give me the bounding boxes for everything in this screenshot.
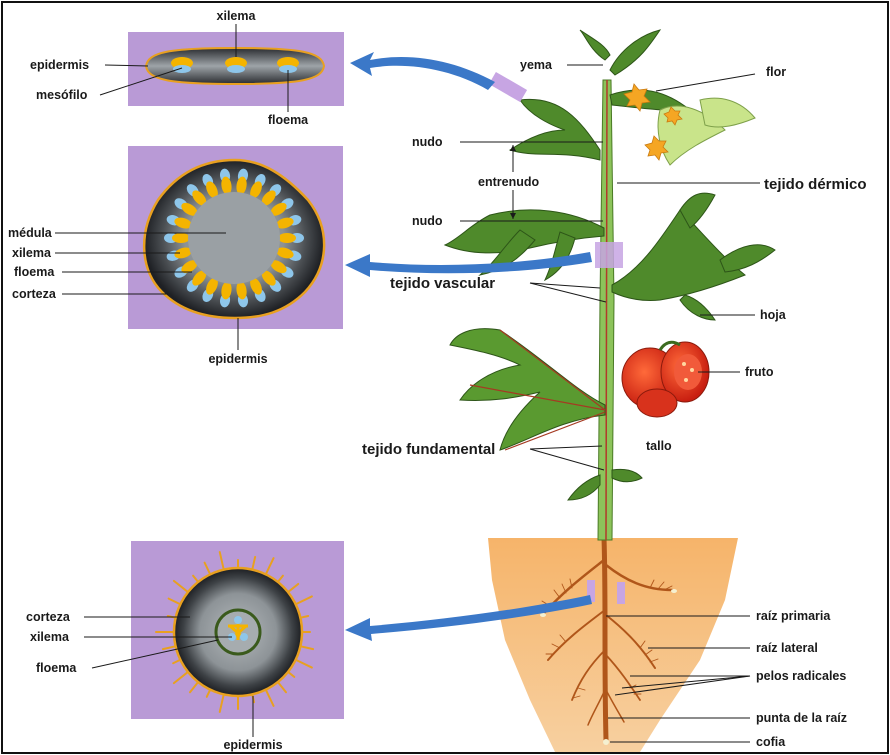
label-root-epidermis: epidermis <box>223 738 282 752</box>
label-leaf-floema: floema <box>268 113 309 127</box>
stem-section-marker <box>595 242 623 268</box>
label-tejido-vascular: tejido vascular <box>390 275 495 292</box>
label-stem-corteza: corteza <box>12 287 57 301</box>
label-leaf-epidermis: epidermis <box>30 58 89 72</box>
stem-xylem-bundle <box>278 233 296 243</box>
label-entrenudo: entrenudo <box>478 175 539 189</box>
label-root-xilema: xilema <box>30 630 70 644</box>
label-raiz-primaria: raíz primaria <box>756 609 831 623</box>
label-root-corteza: corteza <box>26 610 71 624</box>
label-tallo: tallo <box>646 439 672 453</box>
label-stem-floema: floema <box>14 265 55 279</box>
label-stem-medula: médula <box>8 226 53 240</box>
label-tejido-dermico: tejido dérmico <box>764 176 867 193</box>
label-punta-raiz: punta de la raíz <box>756 711 847 725</box>
label-flor: flor <box>766 65 786 79</box>
label-stem-epidermis: epidermis <box>208 352 267 366</box>
label-nudo-bottom: nudo <box>412 214 443 228</box>
stem-pith <box>188 192 280 284</box>
leaf-vascular-bundles <box>171 57 299 73</box>
bud-marker <box>489 72 527 102</box>
label-stem-xilema: xilema <box>12 246 52 260</box>
label-yema: yema <box>520 58 553 72</box>
arrow-to-leaf-section <box>350 52 495 90</box>
stem-xylem-bundle <box>172 233 190 243</box>
primary-root <box>604 538 606 740</box>
label-pelos-radicales: pelos radicales <box>756 669 846 683</box>
label-nudo-top: nudo <box>412 135 443 149</box>
label-raiz-lateral: raíz lateral <box>756 641 818 655</box>
label-tejido-fundamental: tejido fundamental <box>362 441 495 458</box>
label-hoja: hoja <box>760 308 787 322</box>
label-root-floema: floema <box>36 661 77 675</box>
label-leaf-xilema: xilema <box>217 9 257 23</box>
label-cofia: cofia <box>756 735 786 749</box>
root-section-marker-right <box>617 582 625 604</box>
tomato-fruit <box>622 342 709 417</box>
label-leaf-mesofilo: mesófilo <box>36 88 88 102</box>
stem-vascular-line <box>606 80 607 540</box>
label-fruto: fruto <box>745 365 774 379</box>
